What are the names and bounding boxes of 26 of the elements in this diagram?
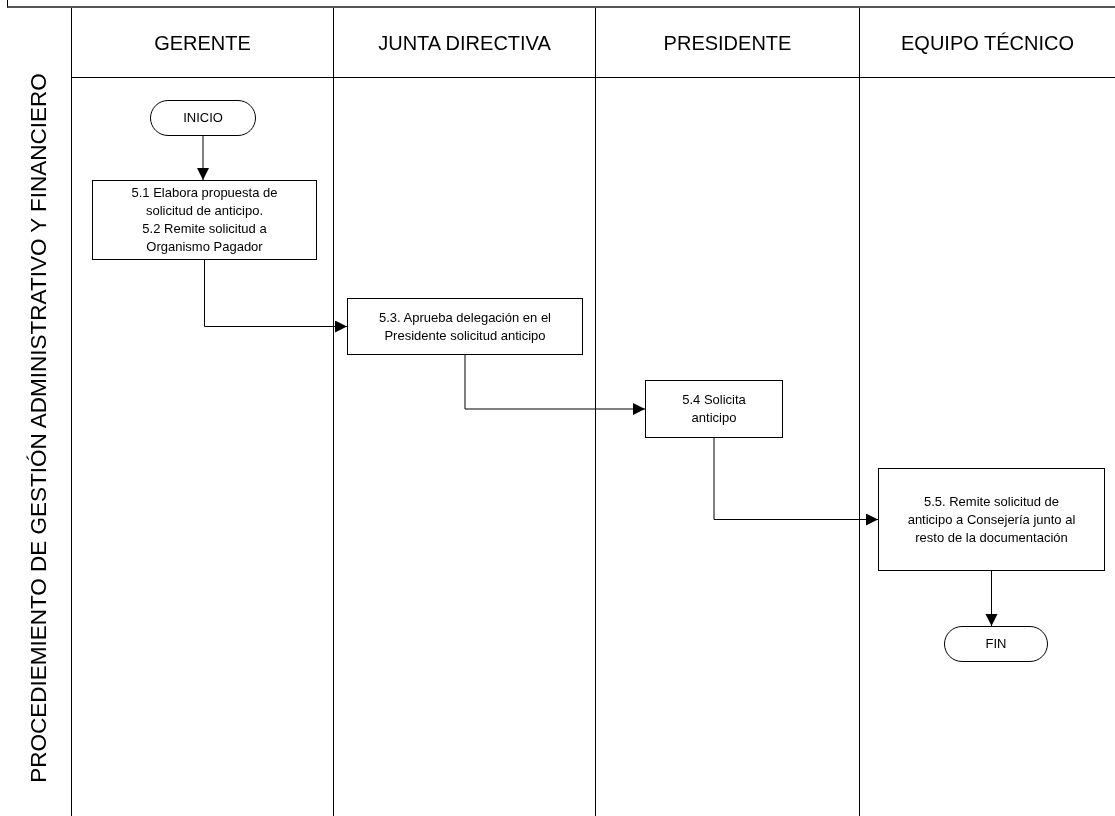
lane-header: PRESIDENTE	[663, 30, 792, 56]
arrow	[713, 437, 879, 526]
swimlane	[72, 8, 334, 816]
pool-title: PROCEDIEMIENTO DE GESTIÓN ADMINISTRATIVO Y FINANCIERO	[27, 73, 51, 783]
process-box	[645, 380, 783, 438]
step-text: FIN	[985, 635, 1007, 653]
step-text: 5.1 Elabora propuesta de solicitud de anticipo.	[130, 184, 279, 220]
swimlane	[596, 8, 860, 816]
lane-header: EQUIPO TÉCNICO	[901, 30, 1074, 56]
process-box	[347, 298, 583, 355]
step-text: 5.3. Aprueba delegación en el Presidente solicitud anticipo	[378, 308, 552, 345]
step-text: 5.4 Solicita anticipo	[681, 391, 747, 427]
arrow	[197, 135, 209, 181]
process-box	[92, 180, 317, 260]
arrow	[464, 354, 646, 415]
terminator-pill	[150, 100, 256, 136]
swimlane	[334, 8, 596, 816]
arrow	[204, 259, 348, 333]
process-box	[878, 468, 1105, 571]
lane-header: JUNTA DIRECTIVA	[378, 30, 551, 56]
step-text: INICIO	[183, 109, 223, 127]
step-text: 5.5. Remite solicitud de anticipo a Consejería junto al resto de la documentación	[906, 492, 1077, 547]
lane-header: GERENTE	[154, 30, 251, 56]
terminator-pill	[944, 626, 1048, 662]
step-text: 5.2 Remite solicitud a Organismo Pagador	[141, 220, 268, 256]
arrow	[985, 570, 998, 627]
